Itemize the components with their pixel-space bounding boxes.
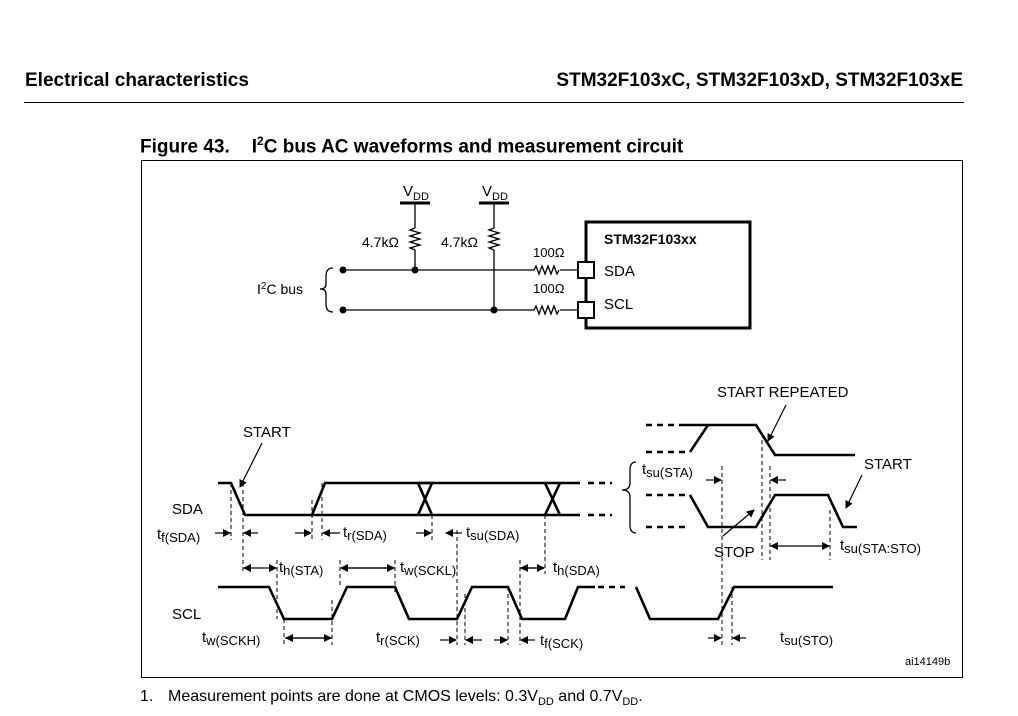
t-f-sck-label: tf(SCK)	[540, 632, 583, 651]
start-repeated-pointer	[767, 404, 787, 442]
scl-pin	[577, 301, 595, 319]
figure-title: Figure 43. I2C bus AC waveforms and measu…	[140, 134, 683, 158]
bus-label: I2C bus	[257, 281, 303, 297]
note-sub-b: DD	[622, 696, 639, 709]
t-w-sckl-label: tw(SCKL)	[400, 559, 456, 578]
figure-note: 1. Measurement points are done at CMOS le…	[140, 688, 643, 708]
t-r-sda-label: tr(SDA)	[343, 524, 387, 543]
sda-wave-high	[218, 481, 580, 517]
t-su-sto-label: tsu(STO)	[780, 629, 833, 648]
start-pointer	[239, 442, 263, 488]
vdd-label-1: VDD	[403, 183, 429, 203]
pullup-resistor-2	[486, 227, 502, 251]
t-su-sda-label: tsu(SDA)	[466, 524, 519, 543]
note-text-b: and 0.7V	[553, 688, 623, 705]
start-label-2: START	[864, 456, 912, 473]
figure-title-sup: 2	[257, 134, 264, 148]
series-resistor-scl	[533, 304, 560, 316]
vdd-label-2: VDD	[482, 183, 508, 203]
figure-title-rest: C bus AC waveforms and measurement circu…	[263, 136, 684, 158]
t-h-sta-label: th(STA)	[279, 559, 323, 578]
series-label-sda: 100Ω	[533, 245, 565, 260]
figure-number: Figure 43.	[140, 136, 230, 158]
start-repeated-label: START REPEATED	[717, 384, 849, 401]
series-label-scl: 100Ω	[533, 281, 565, 296]
timing-guides	[230, 440, 831, 645]
sda-pin	[577, 261, 595, 279]
t-w-sckh-label: tw(SCKH)	[202, 629, 260, 648]
repeated-brace	[621, 461, 637, 534]
t-r-sck-label: tr(SCK)	[376, 629, 420, 648]
series-resistor-sda	[533, 264, 560, 276]
note-sub-a: DD	[537, 696, 554, 709]
scl-wave	[218, 585, 595, 621]
header-rule	[24, 102, 964, 103]
stop-label: STOP	[714, 544, 755, 561]
stop-pointer	[722, 509, 755, 537]
note-text-c: .	[638, 688, 643, 705]
scl-wave-stop	[634, 585, 833, 621]
figure-title-prefix: I	[251, 136, 258, 158]
t-su-sta-sto-label: tsu(STA:STO)	[840, 537, 921, 556]
pullup-label-1: 4.7kΩ	[362, 234, 399, 250]
scl-signal-label: SCL	[172, 606, 201, 623]
pullup-resistor-1	[407, 227, 423, 251]
sda-wave-dash	[588, 481, 612, 517]
chip-sda-label: SDA	[604, 263, 635, 280]
t-f-sda-label: tf(SDA)	[157, 526, 200, 545]
sda-wave-low	[312, 481, 580, 517]
sda-stop-wave	[688, 493, 857, 529]
bus-brace	[319, 267, 334, 313]
sda-repeated-high	[688, 423, 855, 457]
start-label: START	[243, 424, 291, 441]
section-title: Electrical characteristics	[25, 70, 249, 91]
t-h-sda-label: th(SDA)	[553, 559, 600, 578]
note-text-a: Measurement points are done at CMOS leve…	[168, 688, 538, 705]
sda-signal-label: SDA	[172, 501, 203, 518]
figure-frame	[141, 160, 963, 678]
pullup-label-2: 4.7kΩ	[441, 234, 478, 250]
note-number: 1.	[140, 688, 154, 705]
t-su-sta-label: tsu(STA)	[642, 461, 693, 480]
part-numbers: STM32F103xC, STM32F103xD, STM32F103xE	[556, 70, 963, 91]
start-pointer-2	[845, 474, 863, 509]
sda-wave-cross	[416, 482, 562, 516]
chip-label: STM32F103xx	[604, 231, 697, 247]
figure-id: ai14149b	[905, 656, 950, 668]
chip-scl-label: SCL	[604, 296, 633, 313]
